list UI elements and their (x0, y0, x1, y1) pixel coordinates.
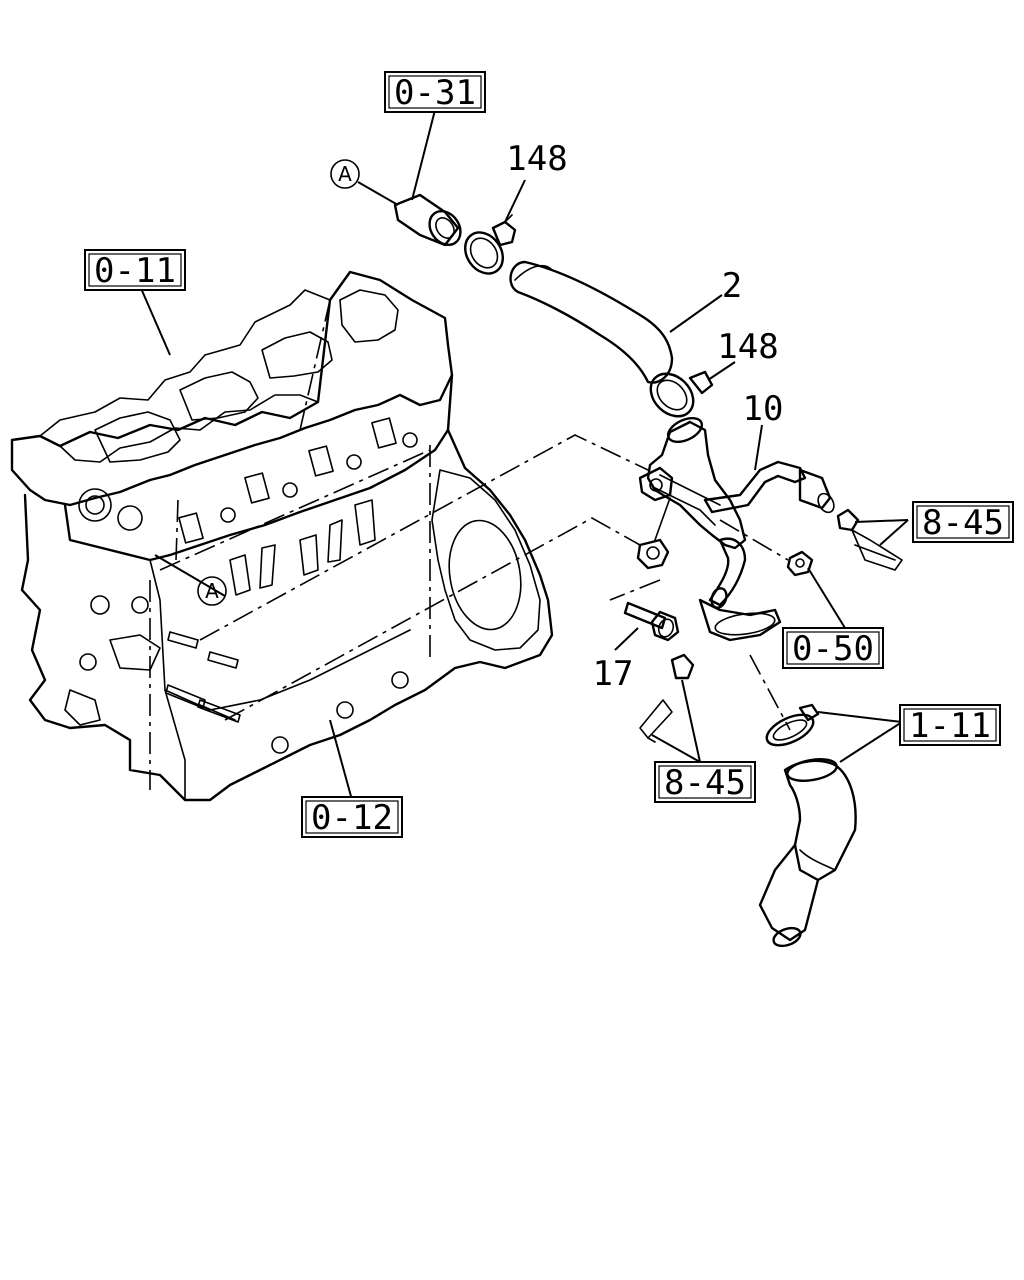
lower-outlet-pipe (758, 758, 857, 948)
axis-line-upper (199, 434, 649, 641)
callout-0-11-label: 0-11 (94, 251, 176, 291)
axis-line-lower (224, 517, 641, 721)
callout-0-31-label: 0-31 (394, 73, 476, 113)
coolant-hose (509, 260, 674, 384)
marker-a-top-label: A (338, 162, 352, 186)
gasket-ring (765, 703, 820, 747)
part-number-17: 17 (593, 654, 634, 694)
hose-clamp-mid (649, 370, 714, 418)
sensor-bottom (639, 653, 695, 743)
callout-1-11: 1-11 (899, 704, 1001, 746)
callout-8-45-bottom: 8-45 (654, 761, 756, 803)
callout-0-31: 0-31 (384, 71, 486, 113)
leader-lines (139, 109, 909, 801)
callout-0-12-label: 0-12 (311, 798, 393, 838)
part-number-148-top: 148 (506, 139, 567, 179)
callout-0-11: 0-11 (84, 249, 186, 291)
callout-8-45-right-label: 8-45 (922, 503, 1004, 543)
thermostat-housing (636, 416, 835, 642)
part-number-2: 2 (722, 266, 742, 306)
callout-8-45-bottom-label: 8-45 (664, 763, 746, 803)
marker-a-block-label: A (205, 579, 219, 603)
callout-0-50-label: 0-50 (792, 629, 874, 669)
callout-0-12: 0-12 (301, 796, 403, 838)
part-number-148-mid: 148 (717, 327, 778, 367)
engine-block (10, 270, 554, 802)
part-number-10: 10 (743, 389, 784, 429)
marker-a-top: A (330, 159, 360, 189)
callout-1-11-label: 1-11 (909, 706, 991, 746)
water-pipe-fitting (393, 193, 462, 247)
hose-clamp-top (464, 214, 517, 275)
marker-a-block: A (197, 576, 227, 606)
callout-8-45-right: 8-45 (912, 501, 1014, 543)
sensor-right (836, 508, 903, 571)
bolt (623, 601, 680, 642)
callout-0-50: 0-50 (782, 627, 884, 669)
